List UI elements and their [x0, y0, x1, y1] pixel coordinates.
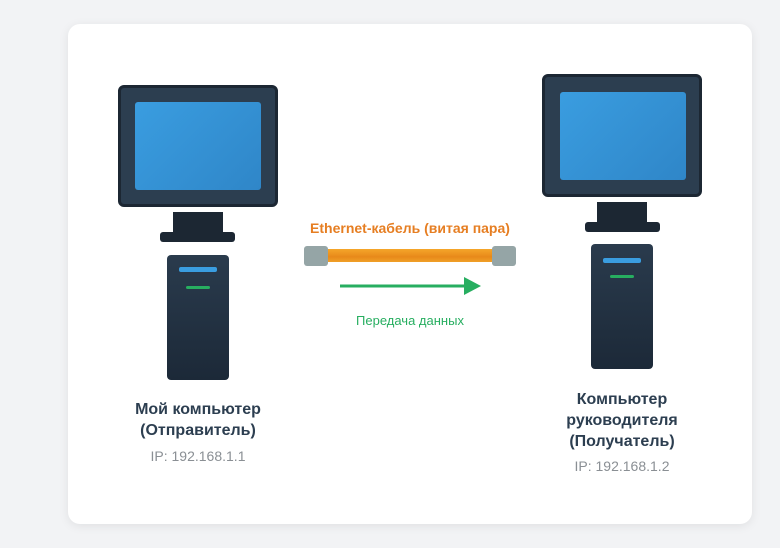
transfer-label: Передача данных [356, 313, 464, 328]
left-connector [304, 246, 328, 266]
receiver-power-led [603, 258, 641, 263]
cable-label: Ethernet-кабель (витая пара) [310, 220, 510, 236]
sender-title: Мой компьютер (Отправитель) [98, 399, 298, 441]
receiver-monitor-neck [597, 202, 647, 224]
receiver-monitor [542, 74, 702, 197]
receiver-screen [560, 92, 686, 180]
sender-monitor [118, 85, 278, 207]
sender-ip: IP: 192.168.1.1 [150, 448, 246, 464]
receiver-ip: IP: 192.168.1.2 [574, 458, 670, 474]
sender-power-led [179, 267, 217, 272]
receiver-tower [591, 244, 653, 369]
receiver-activity-led [610, 275, 634, 278]
receiver-monitor-base [585, 222, 660, 232]
sender-tower [167, 255, 229, 380]
sender-screen [135, 102, 261, 190]
sender-activity-led [186, 286, 210, 289]
right-connector [492, 246, 516, 266]
sender-monitor-base [160, 232, 235, 242]
sender-title-line2: (Отправитель) [140, 422, 256, 439]
receiver-title-line2: руководителя [566, 412, 678, 429]
sender-monitor-neck [173, 212, 223, 234]
transfer-arrow-icon [340, 277, 481, 295]
receiver-title: Компьютер руководителя (Получатель) [522, 389, 722, 452]
receiver-title-line1: Компьютер [576, 391, 668, 408]
ethernet-cable [322, 249, 498, 262]
sender-title-line1: Мой компьютер [135, 401, 261, 418]
receiver-title-line3: (Получатель) [569, 433, 675, 450]
